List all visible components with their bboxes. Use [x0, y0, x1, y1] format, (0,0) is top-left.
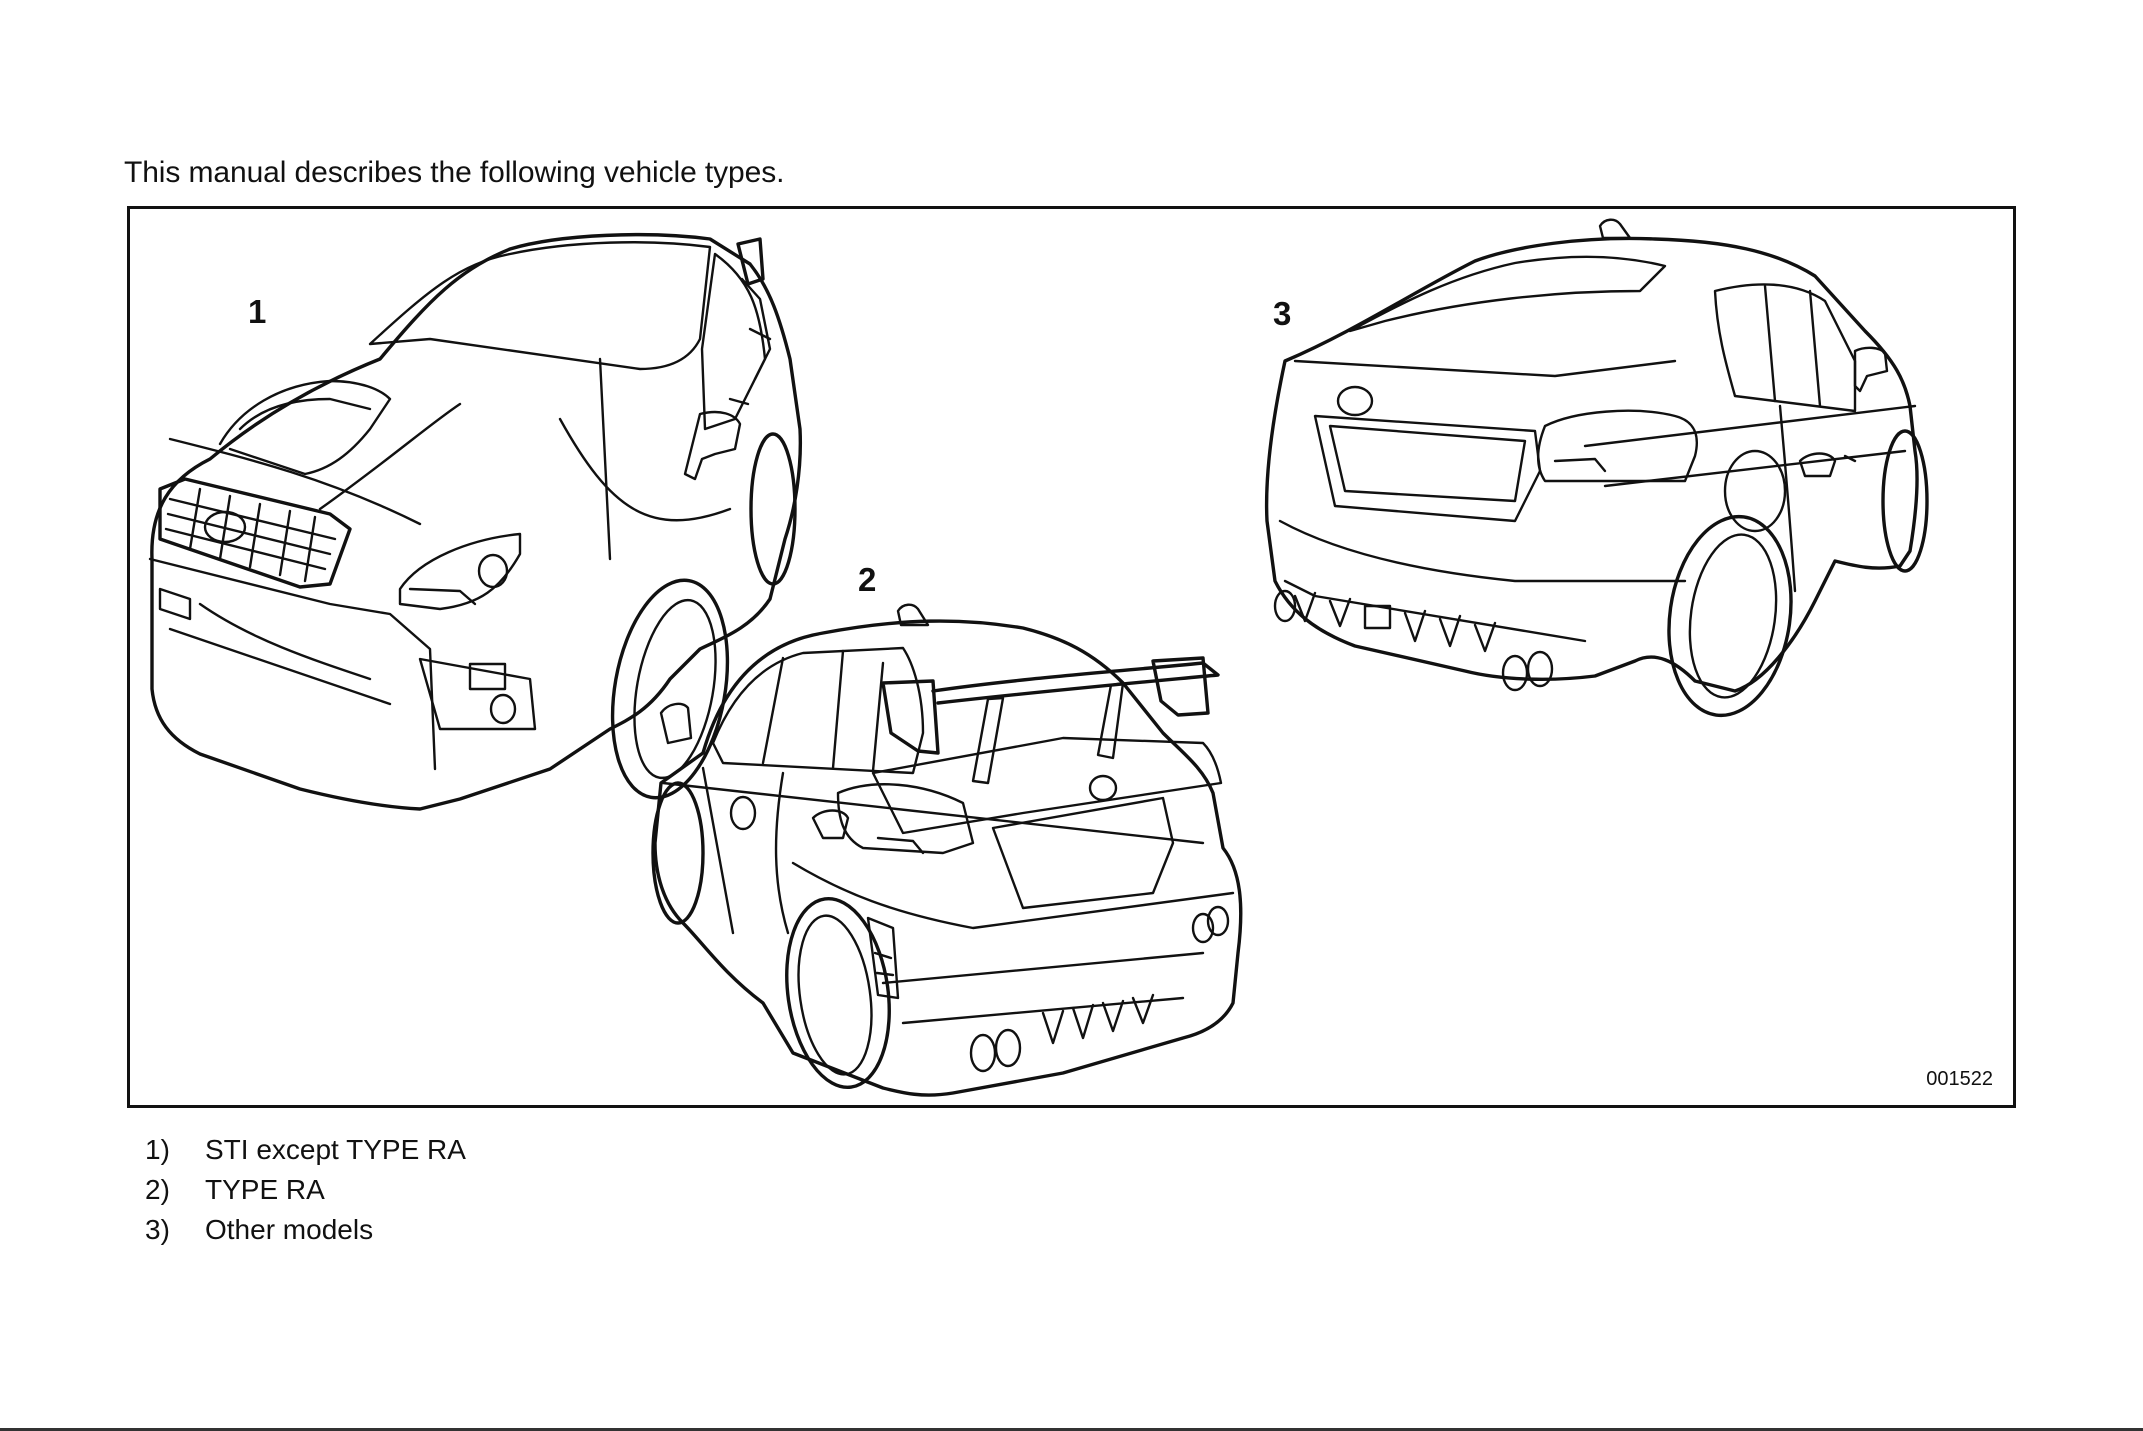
vehicle-figure: 1 2 3 001522 [127, 206, 2016, 1108]
legend-number: 1) [145, 1134, 170, 1165]
legend-label: Other models [205, 1214, 374, 1245]
legend-number: 3) [145, 1214, 170, 1245]
callout-2: 2 [858, 561, 877, 598]
callout-3: 3 [1273, 295, 1292, 332]
car-2-illustration [651, 603, 1243, 1097]
legend-label: TYPE RA [205, 1174, 325, 1205]
legend-item: 3) Other models [145, 1210, 466, 1250]
page-bottom-rule [0, 1428, 2143, 1431]
car-3-illustration [1264, 218, 1929, 718]
vehicle-illustrations [148, 218, 1929, 1097]
figure-id: 001522 [1926, 1068, 1993, 1090]
legend-item: 1) STI except TYPE RA [145, 1130, 466, 1170]
car-1-illustration [148, 233, 803, 811]
vehicle-legend: 1) STI except TYPE RA 2) TYPE RA 3) Othe… [145, 1130, 466, 1250]
intro-text: This manual describes the following vehi… [124, 156, 785, 189]
legend-item: 2) TYPE RA [145, 1170, 466, 1210]
legend-number: 2) [145, 1174, 170, 1205]
legend-label: STI except TYPE RA [205, 1134, 466, 1165]
callout-1: 1 [248, 293, 267, 330]
